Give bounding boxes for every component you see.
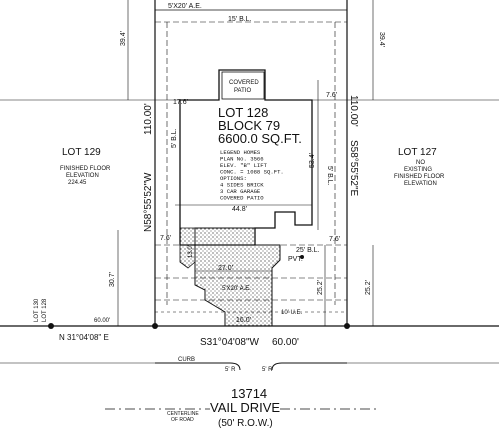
lot-note-4: OPTIONS: — [220, 175, 247, 182]
lot-number: LOT 128 — [218, 105, 268, 120]
lot-127-note-3: ELEVATION — [404, 181, 437, 187]
garage-right-dim: 7.6' — [329, 236, 340, 243]
top-bl-label: 15' B.L. — [228, 16, 252, 23]
corner-pin-left — [152, 323, 158, 329]
left-side-bl: 5' B.L. — [171, 128, 178, 148]
drive-bottom-dim: 16.0' — [236, 317, 251, 324]
driveway — [194, 227, 281, 327]
curb-right-radius: 5' R — [262, 367, 273, 373]
front-width-label: 60.00' — [94, 318, 110, 324]
pvt-label: PVT. — [288, 256, 303, 263]
right-side-bl: 5' B.L. — [326, 166, 333, 186]
lot-note-2: ELEV. "B" LIFT — [220, 162, 268, 169]
lot-note-1: PLAN No. 3566 — [220, 156, 264, 163]
lot-note-5: 4 SIDES BRICK — [220, 182, 264, 189]
lot-127-title: LOT 127 — [398, 147, 437, 158]
curb-line — [155, 362, 347, 371]
top-ae-label: 5'X20' A.E. — [168, 3, 202, 10]
corner-pin-mid — [300, 255, 304, 259]
lot-area: 6600.0 SQ.FT. — [218, 131, 302, 146]
left-setback-dim: 17.6' — [173, 99, 188, 106]
front-mid-dim: 25.2' — [317, 280, 324, 295]
right-bearing-length: 110.00' — [348, 95, 359, 127]
lot-note-3: CONC. = 1088 SQ.FT. — [220, 169, 284, 176]
drive-left-dim: 13.0' — [188, 245, 194, 258]
lot-127-note-0: NO — [416, 160, 425, 166]
lot-129-title: LOT 129 — [62, 147, 101, 158]
lot-128-line-label: LOT 128 — [42, 298, 48, 322]
curb-label: CURB — [178, 357, 195, 363]
lot-129-note-0: FINISHED FLOOR — [60, 166, 111, 172]
garage-left-dim: 7.6' — [160, 235, 171, 242]
front-left-dim: 30.7' — [109, 272, 116, 287]
covered-patio-box — [221, 71, 265, 100]
block-number: BLOCK 79 — [218, 118, 280, 133]
right-bearing: S58°55'52"E — [348, 140, 359, 196]
lot-129-note-2: 224.45 — [68, 180, 87, 186]
front-bl-label: 25' B.L. — [296, 247, 320, 254]
top-left-depth: 39.4' — [120, 31, 127, 46]
covered-patio-line2: PATIO — [234, 88, 251, 94]
house-width-dim: 44.8' — [232, 206, 247, 213]
front-right-dim: 25.2' — [365, 280, 372, 295]
curb-left-radius: 5' R — [225, 367, 236, 373]
right-setback-dim: 7.6' — [326, 92, 337, 99]
left-street-bearing: N 31°04'08" E — [59, 333, 109, 342]
centerline-label-2: OF ROAD — [171, 417, 194, 423]
driveway-width-dim: 27.0' — [218, 265, 233, 272]
street-row: (50' R.O.W.) — [218, 418, 273, 429]
lot-127-note-1: EXISTING — [404, 167, 432, 173]
lot-129-note-1: ELEVATION — [66, 173, 99, 179]
corner-pin-right — [344, 323, 350, 329]
front-bearing: S31°04'08"W — [200, 337, 259, 348]
left-bearing: N58°55'52"W — [143, 172, 154, 232]
centerline-label-1: CENTERLINE — [167, 411, 199, 417]
top-right-depth: 39.4' — [378, 32, 385, 47]
house-depth-dim: 53.4' — [309, 153, 316, 168]
street-address-number: 13714 — [231, 386, 267, 401]
lot-note-6: 3 CAR GARAGE — [220, 188, 261, 195]
street-name: VAIL DRIVE — [210, 400, 280, 415]
lot-note-0: LEGEND HOMES — [220, 149, 261, 156]
lot-note-7: COVERED PATIO — [220, 195, 264, 202]
corner-pin-far-left — [48, 323, 54, 329]
lot-127-note-2: FINISHED FLOOR — [394, 174, 445, 180]
lot-130-line-label: LOT 130 — [34, 298, 40, 322]
front-length: 60.00' — [272, 337, 299, 348]
walkway — [179, 227, 196, 269]
bottom-ae-label: 5'X20' A.E. — [222, 286, 251, 292]
covered-patio-line1: COVERED — [229, 80, 259, 86]
bottom-ue-label: 10' U.E. — [281, 310, 302, 316]
left-bearing-length: 110.00' — [143, 103, 154, 135]
